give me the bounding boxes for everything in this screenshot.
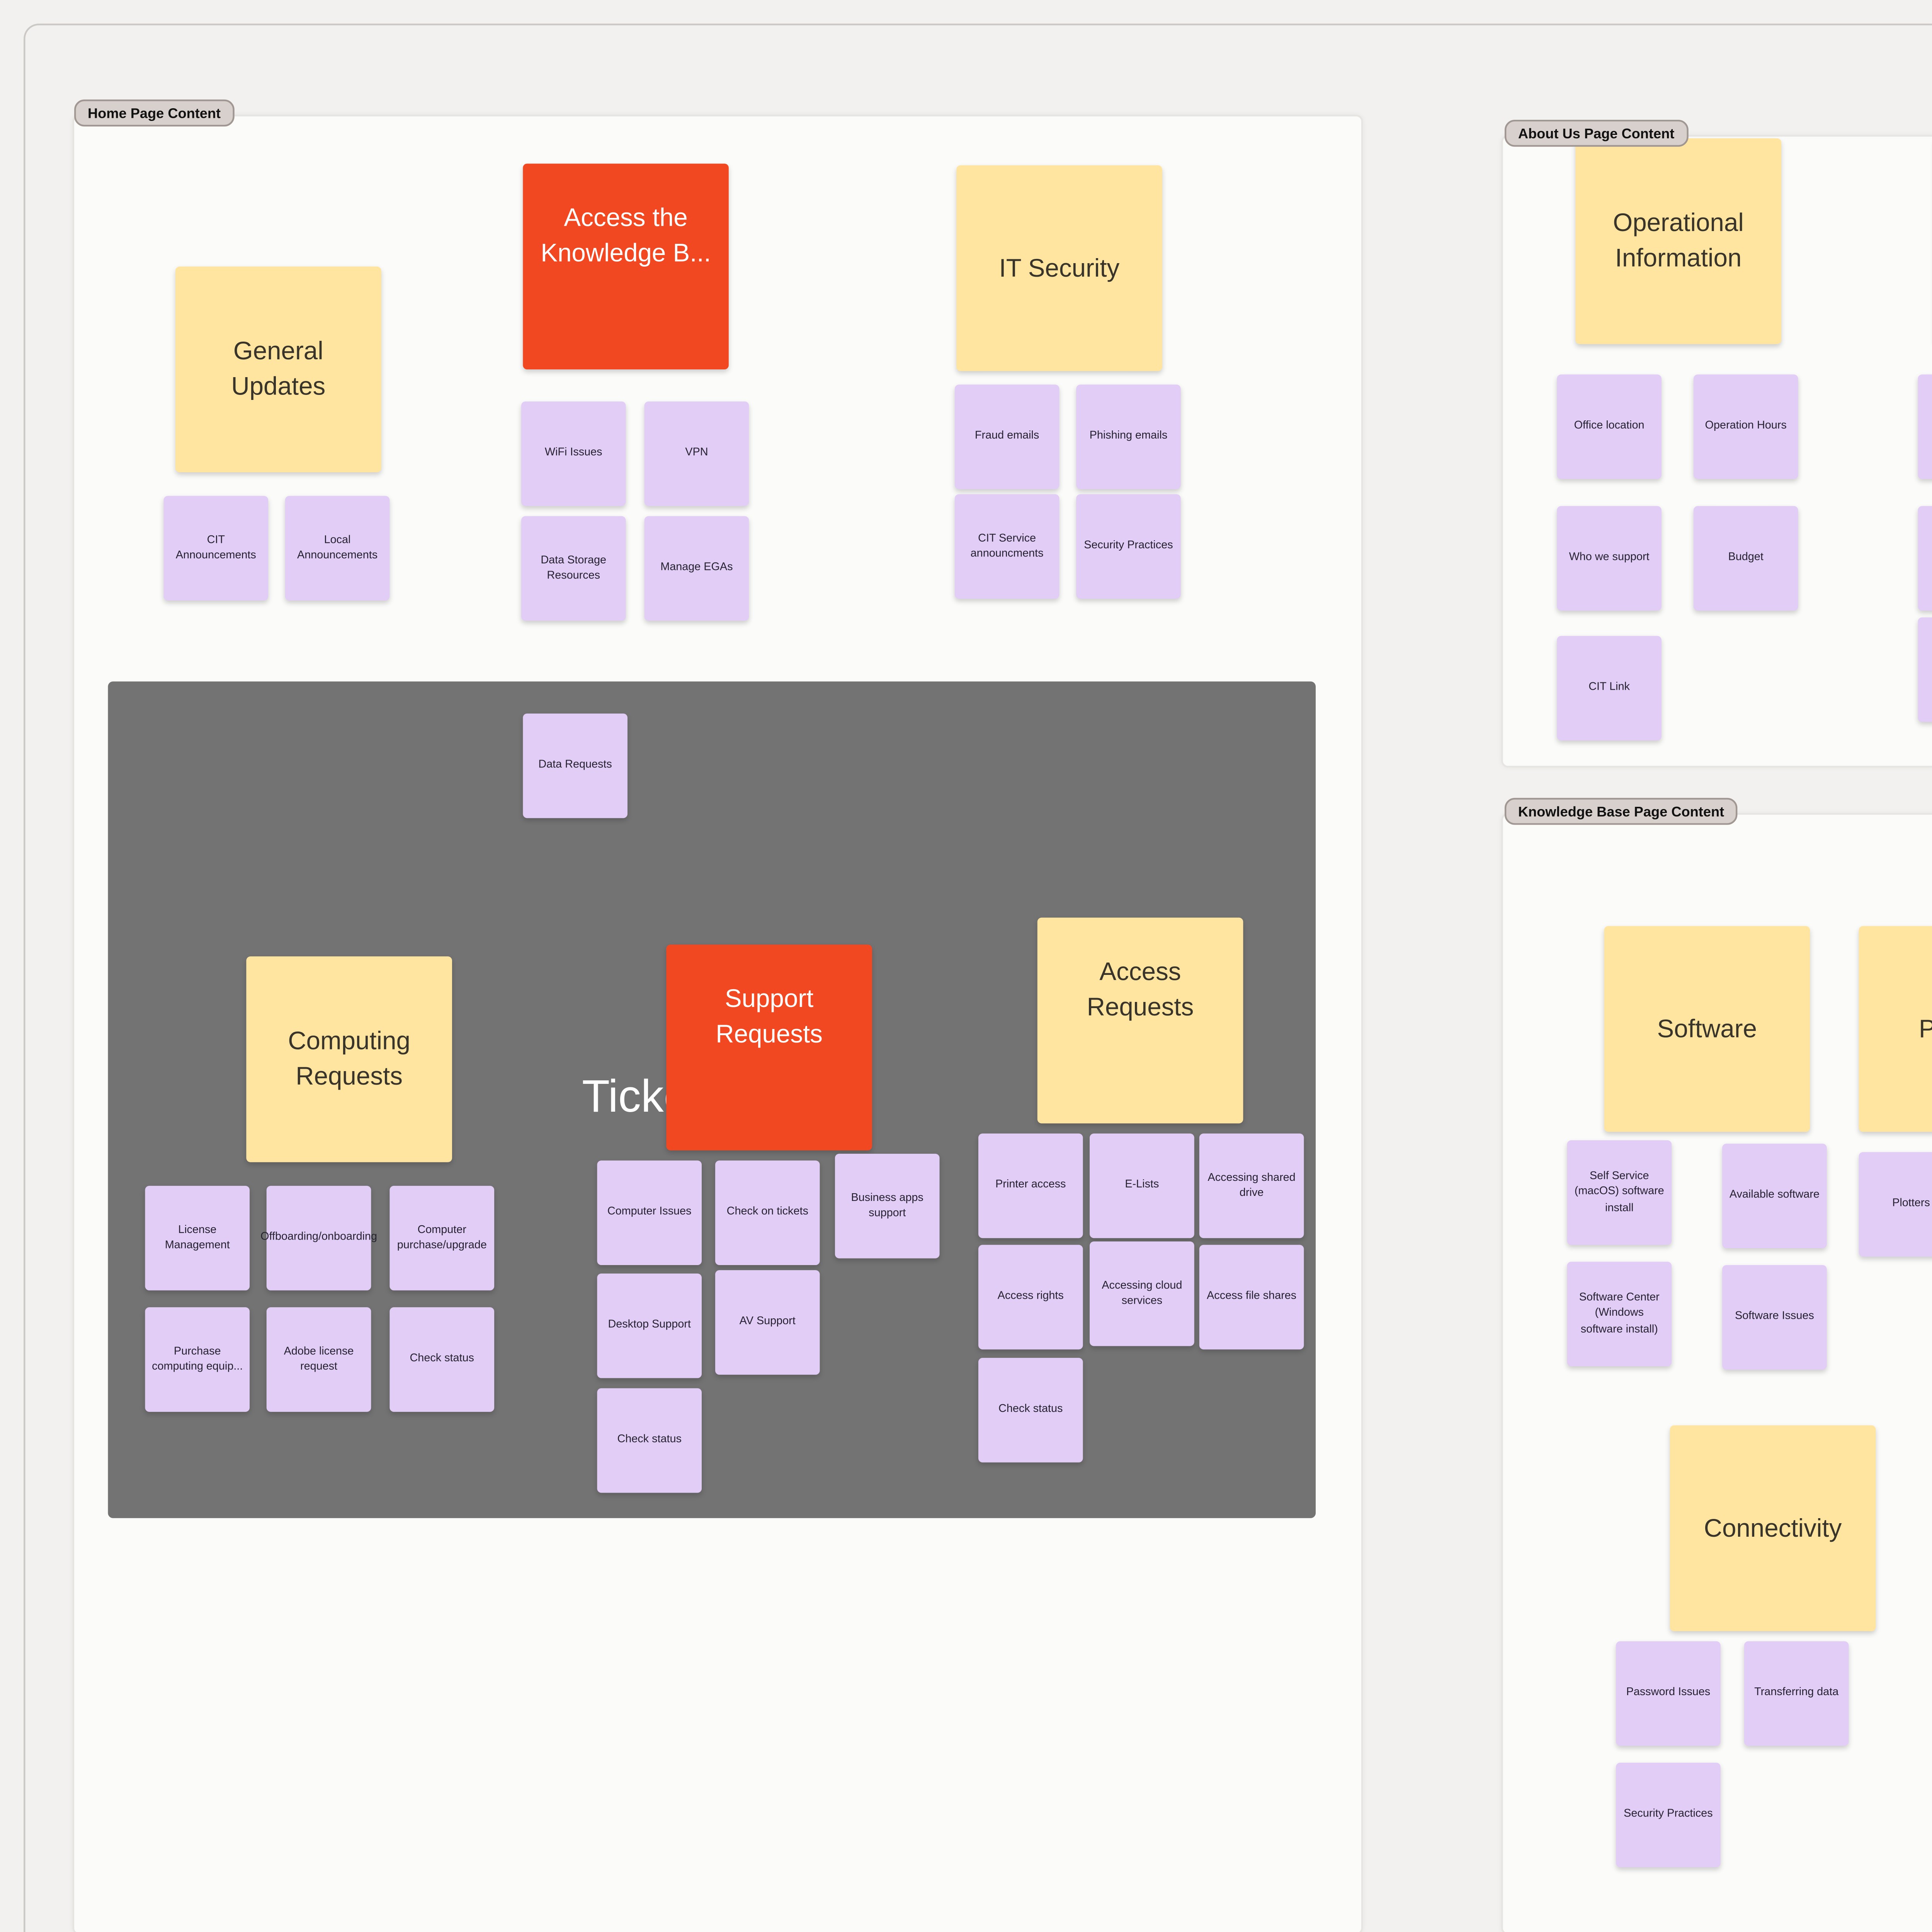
- sticky-software[interactable]: Software: [1604, 926, 1810, 1132]
- sticky-self-service-macos[interactable]: Self Service (macOS) software install: [1567, 1140, 1672, 1245]
- sticky-team-names[interactable]: Team names: [1918, 374, 1932, 479]
- sticky-offboarding-onboarding[interactable]: Offboarding/onboarding: [260, 1185, 377, 1291]
- sticky-access-rights[interactable]: Access rights: [978, 1245, 1083, 1350]
- sticky-team-phootos[interactable]: Team Phootos: [1918, 506, 1932, 611]
- sticky-adobe-license-request[interactable]: Adobe license request: [266, 1307, 371, 1412]
- sticky-accessing-shared-drive[interactable]: Accessing shared drive: [1199, 1133, 1304, 1238]
- sticky-access-requests[interactable]: Access Requests: [1037, 917, 1243, 1124]
- frame-label-knowledge-base-page-content[interactable]: Knowledge Base Page Content: [1504, 798, 1738, 825]
- sticky-cit-link[interactable]: CIT Link: [1557, 636, 1662, 741]
- sticky-check-status-computing[interactable]: Check status: [389, 1307, 495, 1412]
- frame-label-about-us-page-content[interactable]: About Us Page Content: [1504, 119, 1688, 147]
- sticky-mission-statement[interactable]: Mission Statement: [1918, 617, 1932, 722]
- sticky-av-support[interactable]: AV Support: [715, 1270, 820, 1375]
- sticky-computing-requests[interactable]: Computing Requests: [246, 956, 452, 1162]
- sticky-cit-service-announcments[interactable]: CIT Service announcments: [954, 494, 1060, 599]
- sticky-printer-access[interactable]: Printer access: [978, 1133, 1083, 1238]
- sticky-transferring-data[interactable]: Transferring data: [1744, 1641, 1849, 1746]
- sticky-wifi-issues[interactable]: WiFi Issues: [521, 401, 626, 506]
- sticky-it-security[interactable]: IT Security: [956, 165, 1162, 371]
- sticky-data-requests[interactable]: Data Requests: [523, 713, 628, 818]
- sticky-software-center-windows[interactable]: Software Center (Windows software instal…: [1567, 1262, 1672, 1366]
- sticky-cit-announcements[interactable]: CIT Announcements: [163, 496, 269, 601]
- sticky-local-announcements[interactable]: Local Announcements: [285, 496, 390, 601]
- sticky-accessing-cloud-services[interactable]: Accessing cloud services: [1090, 1241, 1194, 1346]
- sticky-check-status-support[interactable]: Check status: [597, 1388, 702, 1493]
- sticky-data-storage-resources[interactable]: Data Storage Resources: [521, 516, 626, 621]
- sticky-office-location[interactable]: Office location: [1557, 374, 1662, 479]
- sticky-who-we-support[interactable]: Who we support: [1557, 506, 1662, 611]
- sticky-manage-egas[interactable]: Manage EGAs: [644, 516, 749, 621]
- sticky-business-apps-support[interactable]: Business apps support: [835, 1153, 940, 1259]
- sticky-access-knowledge-base[interactable]: Access the Knowledge B...: [523, 163, 729, 370]
- sticky-security-practices-kb[interactable]: Security Practices: [1616, 1762, 1721, 1867]
- sticky-connectivity[interactable]: Connectivity: [1670, 1425, 1876, 1631]
- frame-label-home-page-content[interactable]: Home Page Content: [74, 99, 235, 127]
- sticky-operation-hours[interactable]: Operation Hours: [1693, 374, 1798, 479]
- sticky-general-updates[interactable]: General Updates: [175, 266, 381, 473]
- sticky-available-software[interactable]: Available software: [1722, 1143, 1827, 1248]
- sticky-fraud-emails[interactable]: Fraud emails: [954, 384, 1060, 489]
- sticky-security-practices-home[interactable]: Security Practices: [1076, 494, 1181, 599]
- sticky-license-management[interactable]: License Management: [145, 1185, 250, 1291]
- sticky-access-file-shares[interactable]: Access file shares: [1199, 1245, 1304, 1350]
- sticky-computer-purchase-upgrade[interactable]: Computer purchase/upgrade: [389, 1185, 495, 1291]
- sticky-operational-information[interactable]: Operational Information: [1575, 138, 1781, 344]
- sticky-e-lists[interactable]: E-Lists: [1090, 1133, 1194, 1238]
- sticky-phishing-emails[interactable]: Phishing emails: [1076, 384, 1181, 489]
- sticky-printing[interactable]: Printing: [1859, 926, 1932, 1132]
- sticky-software-issues[interactable]: Software Issues: [1722, 1265, 1827, 1370]
- sticky-computer-issues[interactable]: Computer Issues: [597, 1160, 702, 1265]
- sticky-vpn[interactable]: VPN: [644, 401, 749, 506]
- sticky-desktop-support[interactable]: Desktop Support: [597, 1273, 702, 1378]
- sticky-budget[interactable]: Budget: [1693, 506, 1798, 611]
- sticky-purchase-computing-equip[interactable]: Purchase computing equip...: [145, 1307, 250, 1412]
- sticky-check-on-tickets[interactable]: Check on tickets: [715, 1160, 820, 1265]
- board-border: [24, 24, 1932, 1932]
- sticky-password-issues[interactable]: Password Issues: [1616, 1641, 1721, 1746]
- sticky-check-status-access[interactable]: Check status: [978, 1358, 1083, 1463]
- sticky-support-requests[interactable]: Support Requests: [666, 944, 872, 1151]
- sticky-plotters[interactable]: Plotters: [1859, 1152, 1932, 1257]
